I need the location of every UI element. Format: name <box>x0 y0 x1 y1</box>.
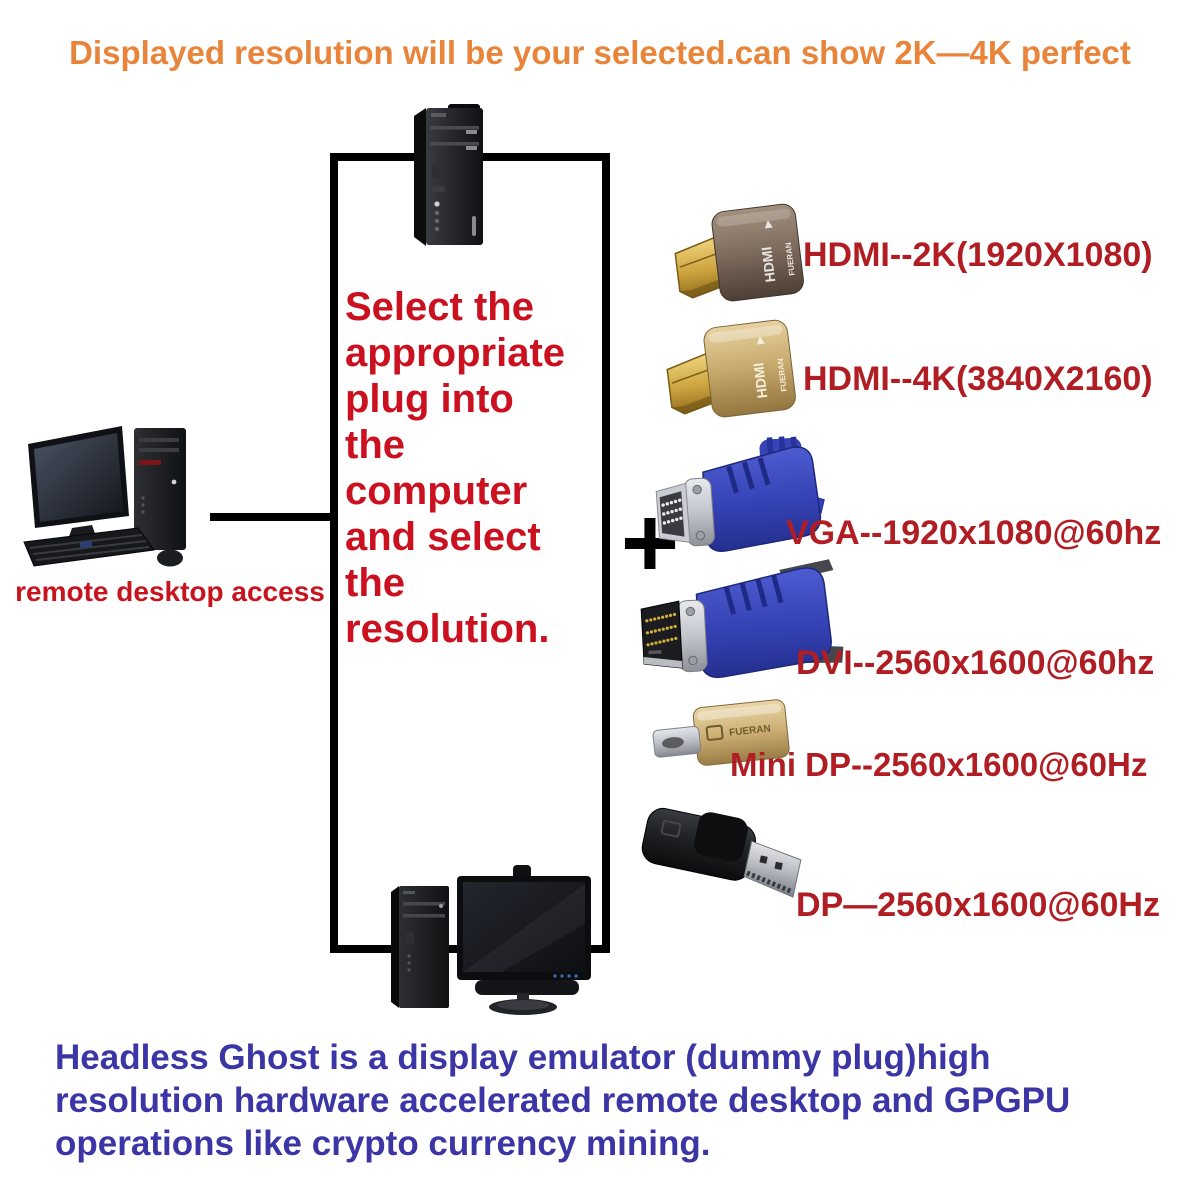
mini-dp-adapter-image: FUERAN <box>652 699 790 766</box>
instruction-line: and select <box>345 515 541 559</box>
brand-marking: FUERAN <box>729 723 772 738</box>
instruction-line: Select the <box>345 285 534 329</box>
adapter-label-vga: VGA--1920x1080@60hz <box>786 514 1162 552</box>
dvi-adapter-image <box>640 559 844 679</box>
adapter-label-mini-dp: Mini DP--2560x1600@60Hz <box>730 746 1148 783</box>
hdmi-port-marking: HDMI <box>758 246 778 283</box>
footer-line: Headless Ghost is a display emulator (du… <box>55 1038 991 1077</box>
footer-text: Headless Ghost is a display emulator (du… <box>55 1036 1070 1165</box>
hdmi-port-marking: HDMI <box>750 362 770 399</box>
adapter-label-hdmi-2k: HDMI--2K(1920X1080) <box>803 236 1153 274</box>
remote-desktop-label: remote desktop access <box>15 576 325 607</box>
hdmi-2k-adapter-image: HDMI FUERAN <box>674 203 804 302</box>
instruction-line: appropriate <box>345 331 566 375</box>
footer-line: resolution hardware accelerated remote d… <box>55 1081 1071 1120</box>
top-computer-tower-image <box>414 104 483 246</box>
adapter-label-dvi: DVI--2560x1600@60hz <box>796 644 1155 682</box>
instruction-line: computer <box>345 469 528 513</box>
banner-text: Displayed resolution will be your select… <box>69 34 1131 71</box>
connector-line <box>210 513 332 521</box>
adapter-label-dp: DP—2560x1600@60Hz <box>796 886 1160 924</box>
remote-desktop-computer-image <box>23 426 186 567</box>
dp-adapter-image <box>641 807 802 898</box>
instruction-text: Select the appropriate plug into the com… <box>345 284 615 652</box>
instruction-line: plug into <box>345 377 514 421</box>
footer-line: operations like crypto currency mining. <box>55 1124 711 1163</box>
instruction-line: resolution. <box>345 607 550 651</box>
brand-marking: FUERAN <box>776 358 789 392</box>
instruction-line: the <box>345 561 405 605</box>
bottom-computer-setup-image <box>391 865 591 1015</box>
hdmi-4k-adapter-image: HDMI FUERAN <box>666 319 796 418</box>
brand-marking: FUERAN <box>784 242 797 276</box>
instruction-line: the <box>345 423 405 467</box>
vga-adapter-image <box>655 436 825 552</box>
adapter-label-hdmi-4k: HDMI--4K(3840X2160) <box>803 360 1153 398</box>
